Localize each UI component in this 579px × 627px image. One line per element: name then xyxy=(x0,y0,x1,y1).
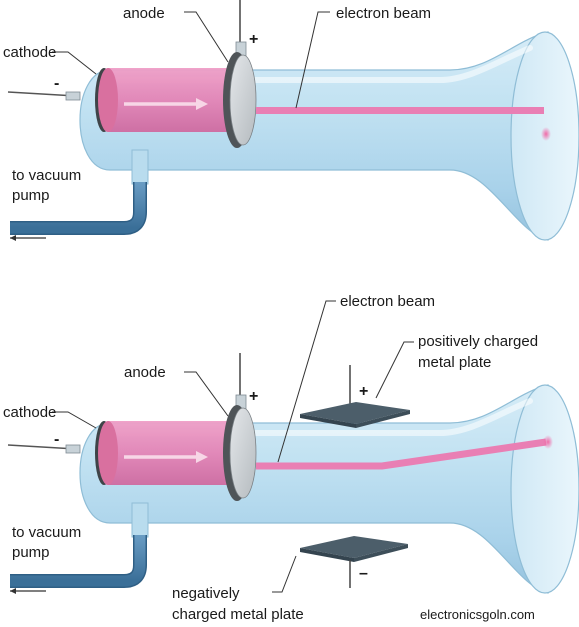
bottom-crt-diagram: anode cathode electron beam positively c… xyxy=(3,293,579,623)
top-tube-illustration xyxy=(8,0,579,241)
top-crt-diagram: anode cathode electron beam to vacuum pu… xyxy=(3,0,579,241)
neg-plate-label-line2: charged metal plate xyxy=(172,606,304,623)
pos-plate-leader xyxy=(375,341,414,399)
top-vacuum-label-line1: to vacuum xyxy=(12,167,81,184)
neg-plate-minus-sign: – xyxy=(359,565,368,582)
negative-metal-plate xyxy=(300,536,408,558)
bottom-anode-leader xyxy=(184,371,229,417)
neg-plate-label-line1: negatively xyxy=(172,585,240,602)
top-cathode-label: cathode xyxy=(3,44,56,61)
positive-metal-plate xyxy=(300,402,410,424)
top-beam-leader xyxy=(295,11,330,109)
bottom-anode-plus-sign: + xyxy=(249,388,258,405)
bottom-cathode-leader xyxy=(52,411,97,429)
pos-plate-label-line2: metal plate xyxy=(418,354,491,371)
top-screen-spot xyxy=(541,127,551,141)
neg-plate-leader xyxy=(272,555,297,593)
bottom-cathode-minus-sign: - xyxy=(54,431,59,448)
bottom-beam-leader xyxy=(277,300,336,463)
top-anode-plus-sign: + xyxy=(249,31,258,48)
bottom-tube-illustration xyxy=(8,353,579,594)
bottom-electron-beam-label: electron beam xyxy=(340,293,435,310)
bottom-cathode-label: cathode xyxy=(3,404,56,421)
pos-plate-label-line1: positively charged xyxy=(418,333,538,350)
top-electron-beam xyxy=(256,107,544,114)
top-cathode-minus-sign: - xyxy=(54,75,59,92)
bottom-screen-spot xyxy=(543,435,553,449)
bottom-electron-beam xyxy=(256,438,547,470)
top-vacuum-label-line2: pump xyxy=(12,187,50,204)
top-cathode-leader xyxy=(52,51,97,75)
pos-plate-plus-sign: + xyxy=(359,383,368,400)
watermark-text: electronicsgoln.com xyxy=(420,607,535,622)
top-anode-label: anode xyxy=(123,5,165,22)
bottom-vacuum-label-line1: to vacuum xyxy=(12,524,81,541)
top-anode-leader xyxy=(184,11,229,63)
bottom-vacuum-label-line2: pump xyxy=(12,544,50,561)
top-electron-beam-label: electron beam xyxy=(336,5,431,22)
bottom-anode-label: anode xyxy=(124,364,166,381)
